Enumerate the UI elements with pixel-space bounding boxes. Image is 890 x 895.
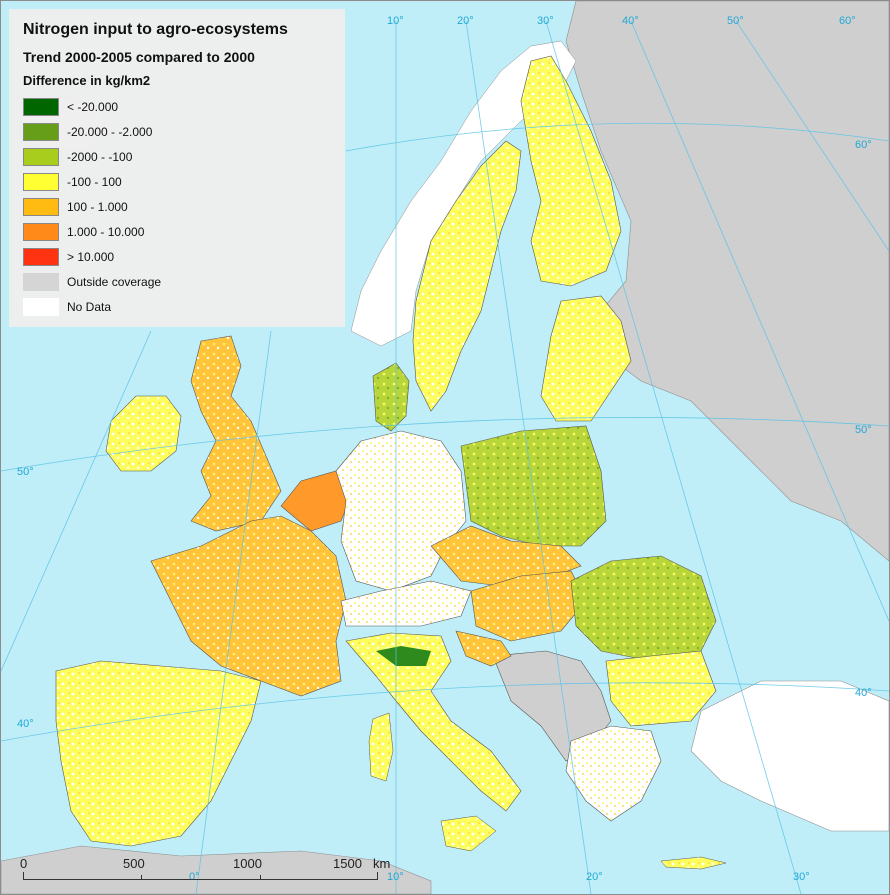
legend-item: -100 - 100 — [23, 169, 333, 194]
meridian-label-10-top: 10° — [387, 15, 404, 27]
meridian-label-60-top: 60° — [839, 15, 856, 27]
scale-tick-1500: 1500 — [333, 856, 362, 871]
legend-swatch — [23, 247, 59, 266]
outside-africa — [1, 845, 432, 894]
legend-item: > 10.000 — [23, 244, 333, 269]
legend-subtitle: Trend 2000-2005 compared to 2000 — [23, 49, 255, 65]
legend-item: 1.000 - 10.000 — [23, 219, 333, 244]
legend-label: No Data — [67, 299, 112, 314]
meridian-label-40-top: 40° — [622, 15, 639, 27]
legend-swatch — [23, 197, 59, 216]
meridian-label-30-top: 30° — [537, 15, 554, 27]
parallel-label-40-left: 40° — [17, 718, 34, 730]
legend-swatch — [23, 97, 59, 116]
outside-east — [565, 1, 889, 562]
legend-swatch — [23, 122, 59, 141]
region-france — [150, 515, 347, 697]
legend-label: < -20.000 — [67, 99, 119, 114]
scale-bar-mid-tick — [141, 875, 142, 880]
legend-item: < -20.000 — [23, 94, 333, 119]
legend-title: Nitrogen input to agro-ecosystems — [23, 21, 288, 38]
legend-swatch — [23, 222, 59, 241]
scale-bar — [23, 872, 378, 880]
legend-label: -2000 - -100 — [67, 149, 133, 164]
legend-swatch — [23, 147, 59, 166]
legend-swatch — [23, 297, 59, 316]
meridian-label-20-bottom: 20° — [586, 871, 603, 883]
legend-swatch — [23, 272, 59, 291]
legend-item: No Data — [23, 294, 333, 319]
meridian-label-30-bottom: 30° — [793, 871, 810, 883]
meridian-label-0-bottom: 0° — [189, 871, 200, 883]
legend-item: Outside coverage — [23, 269, 333, 294]
legend-item: -2000 - -100 — [23, 144, 333, 169]
island-sardinia — [368, 712, 394, 782]
region-baltics — [540, 295, 632, 422]
region-romania — [570, 555, 717, 662]
parallel-label-50-left: 50° — [17, 466, 34, 478]
region-norway — [350, 40, 577, 347]
legend-label: -20.000 - -2.000 — [67, 124, 153, 139]
meridian-label-20-top: 20° — [457, 15, 474, 27]
graticule — [1, 20, 889, 894]
region-croatia — [455, 630, 512, 667]
outside-turkey — [690, 680, 889, 832]
island-crete — [660, 856, 727, 870]
region-sweden — [412, 140, 522, 412]
legend-panel: Nitrogen input to agro-ecosystems Trend … — [9, 9, 345, 327]
legend-label: > 10.000 — [67, 249, 115, 264]
scale-unit: km — [373, 856, 391, 871]
region-hungary — [470, 570, 587, 642]
region-iberia — [55, 660, 262, 847]
parallel-label-40-right: 40° — [855, 687, 872, 699]
region-czech-slovakia — [430, 525, 582, 587]
scale-tick-500: 500 — [123, 856, 145, 871]
region-great-britain — [190, 335, 282, 532]
legend-item: 100 - 1.000 — [23, 194, 333, 219]
legend-label: -100 - 100 — [67, 174, 122, 189]
meridian-label-10-bottom: 10° — [387, 871, 404, 883]
region-italy — [345, 632, 522, 812]
legend-swatch — [23, 172, 59, 191]
scale-tick-1000: 1000 — [233, 856, 262, 871]
legend-units: Difference in kg/km2 — [23, 73, 151, 88]
region-po-valley — [376, 646, 431, 666]
legend-label: 100 - 1.000 — [67, 199, 128, 214]
legend-list: < -20.000 -20.000 - -2.000 -2000 - -100 -10… — [23, 94, 333, 319]
parallel-label-60-right: 60° — [855, 139, 872, 151]
legend-item: -20.000 - -2.000 — [23, 119, 333, 144]
region-alps — [340, 580, 472, 627]
scale-tick-0: 0 — [20, 856, 28, 871]
meridian-label-50-top: 50° — [727, 15, 744, 27]
scale-bar-mid-tick — [260, 875, 261, 880]
region-poland — [460, 425, 607, 547]
region-bulgaria — [605, 650, 717, 727]
legend-label: Outside coverage — [67, 274, 162, 289]
island-sicily — [440, 815, 497, 852]
legend-label: 1.000 - 10.000 — [67, 224, 145, 239]
parallel-label-50-right: 50° — [855, 424, 872, 436]
region-greece — [565, 725, 662, 822]
